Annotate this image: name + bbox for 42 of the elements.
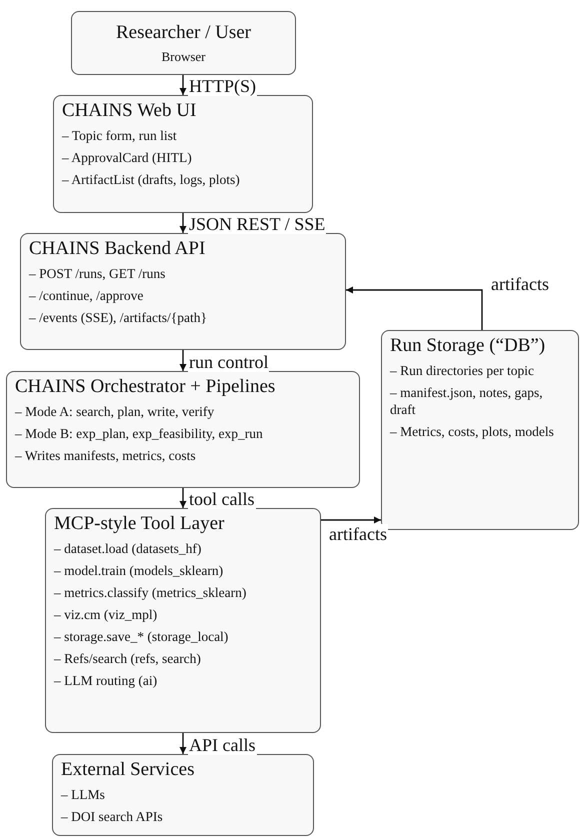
box-item: – dataset.load (datasets_hf)	[54, 540, 202, 557]
box-item: – ApprovalCard (HITL)	[62, 149, 192, 166]
arrow	[180, 733, 186, 754]
box-item: – manifest.json, notes, gaps, draft	[390, 384, 544, 418]
box-item: – ArtifactList (drafts, logs, plots)	[62, 171, 240, 188]
box-item: – POST /runs, GET /runs	[29, 265, 166, 282]
box-item: – Run directories per topic	[390, 362, 534, 379]
box-item: – LLM routing (ai)	[54, 672, 158, 689]
box-item: – Writes manifests, metrics, costs	[15, 447, 196, 464]
box-item: – viz.cm (viz_mpl)	[54, 606, 158, 623]
box-heading: CHAINS Web UI	[62, 99, 196, 122]
box-item: – LLMs	[61, 786, 105, 803]
box-item: – model.train (models_sklearn)	[54, 562, 224, 579]
box-item: Browser	[161, 48, 206, 65]
box-heading: MCP-style Tool Layer	[54, 512, 224, 535]
box-heading: Run Storage (“DB”)	[390, 334, 546, 357]
process-box	[45, 508, 321, 733]
box-item: – Refs/search (refs, search)	[54, 650, 201, 667]
arrow	[180, 213, 186, 233]
box-heading: Researcher / User	[116, 21, 252, 44]
arrow	[180, 488, 186, 508]
process-box	[6, 371, 360, 488]
box-item: – /events (SSE), /artifacts/{path}	[29, 309, 207, 326]
box-item: – Topic form, run list	[62, 127, 177, 144]
arrow	[180, 350, 186, 371]
process-box	[53, 95, 313, 213]
box-heading: External Services	[61, 758, 194, 781]
box-item: – Metrics, costs, plots, models	[390, 423, 554, 440]
box-item: – Mode A: search, plan, write, verify	[15, 403, 214, 420]
process-box	[52, 754, 314, 836]
box-item: – storage.save_* (storage_local)	[54, 628, 228, 645]
process-box	[71, 11, 296, 75]
box-item: – DOI search APIs	[61, 808, 163, 825]
arrow	[321, 516, 381, 524]
box-heading: CHAINS Backend API	[29, 237, 206, 260]
box-item: – metrics.classify (metrics_sklearn)	[54, 584, 246, 601]
arrow	[180, 75, 186, 95]
box-item: – /continue, /approve	[29, 287, 144, 304]
process-box	[20, 233, 346, 350]
box-heading: CHAINS Orchestrator + Pipelines	[15, 375, 276, 398]
arrow	[346, 286, 483, 330]
box-item: – Mode B: exp_plan, exp_feasibility, exp_run	[15, 425, 263, 442]
